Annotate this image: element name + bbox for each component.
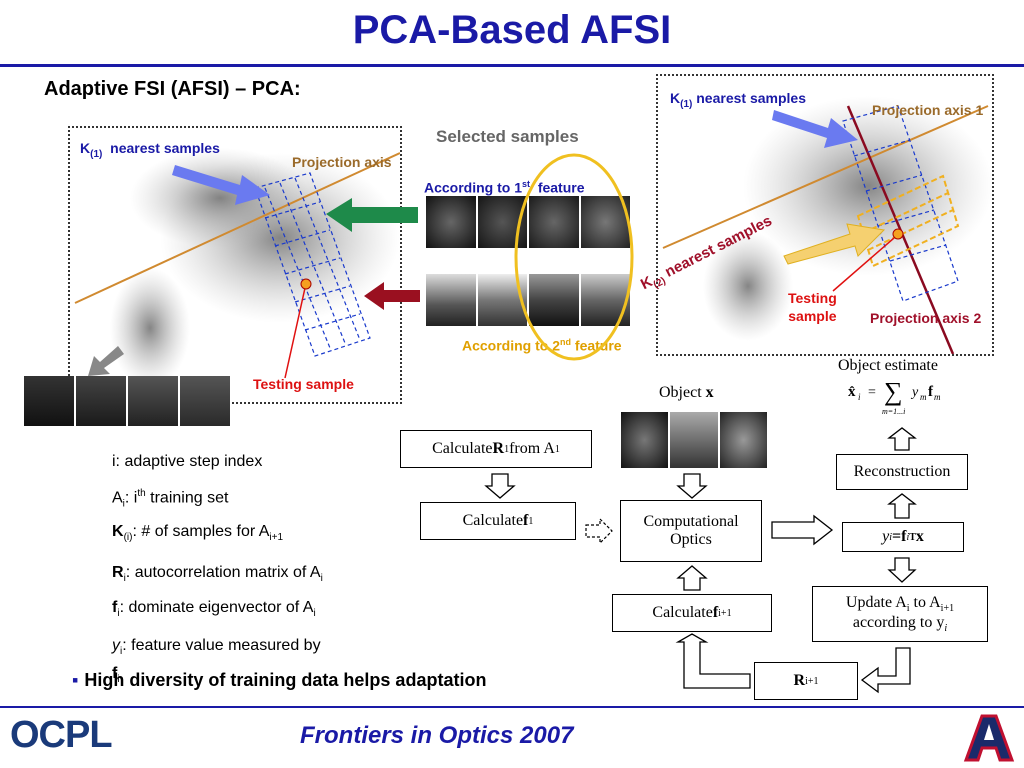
ocpl-logo: OCPL <box>10 714 113 756</box>
second-feature-label: According to 2nd feature <box>462 337 622 354</box>
gray-arrow <box>88 346 124 376</box>
face-thumb-1 <box>24 376 74 426</box>
obj-img-face <box>719 412 767 468</box>
arrow-recon-up <box>887 427 917 451</box>
footer-conference: Frontiers in Optics 2007 <box>300 722 574 749</box>
svg-text:f: f <box>928 384 934 400</box>
second-feature-images <box>426 274 630 326</box>
right-projection-axis-1-label: Projection axis 1 <box>872 102 984 118</box>
arrow-update-elbow <box>860 647 911 694</box>
right-projection-axis-2-label: Projection axis 2 <box>870 310 982 326</box>
k-samples-hatch <box>254 172 371 357</box>
face-thumb-3 <box>128 376 178 426</box>
left-testing-label: Testing sample <box>253 376 354 392</box>
arrow-ri1-elbow <box>675 633 751 689</box>
svg-text:=: = <box>868 385 876 400</box>
svg-text:m: m <box>934 392 941 402</box>
blue-arrow-right <box>772 110 858 148</box>
img-tank-4 <box>580 196 630 248</box>
arrow-fi1-up <box>676 565 708 591</box>
cluster-3 <box>110 268 190 388</box>
svg-text:x̂: x̂ <box>848 384 856 400</box>
img-tank-1 <box>426 196 476 248</box>
section-subtitle: Adaptive FSI (AFSI) – PCA: <box>44 78 301 100</box>
r-testing-sample-dot <box>892 228 904 240</box>
reconstruction-box: Reconstruction <box>836 454 968 490</box>
arrow-r1-down <box>484 473 516 499</box>
page-title: PCA-Based AFSI <box>352 8 672 52</box>
object-images <box>621 412 767 468</box>
svg-text:∑: ∑ <box>884 377 903 406</box>
r-testing-pointer <box>832 237 895 292</box>
computational-optics-box: Computational Optics <box>620 500 762 562</box>
projection-axis-line <box>74 152 400 304</box>
r-k2-hatch <box>856 174 960 268</box>
face-thumb-4 <box>180 376 230 426</box>
img-scene-1 <box>426 274 476 326</box>
first-feature-label: According to 1st feature <box>424 179 585 196</box>
left-projection-axis-label: Projection axis <box>292 154 392 170</box>
note-autocorrelation: Ri: autocorrelation matrix of Ai <box>112 564 323 585</box>
bullet-point: ▪High diversity of training data helps a… <box>72 670 487 690</box>
right-k1-label: K(1) nearest samples <box>670 90 806 110</box>
svg-text:m=1...i: m=1...i <box>882 407 905 416</box>
right-scatter-svg <box>662 96 992 354</box>
bullet-square-icon: ▪ <box>72 670 79 690</box>
blue-arrow-left <box>172 165 270 205</box>
testing-sample-dot <box>300 278 312 290</box>
title-underline <box>0 64 1024 67</box>
r-k1-hatch <box>842 105 959 302</box>
note-step-index: i: adaptive step index <box>112 453 263 470</box>
university-a-logo-icon <box>963 714 1015 762</box>
note-k-samples: K(i): # of samples for Ai+1 <box>112 523 284 544</box>
face-thumb-2 <box>76 376 126 426</box>
obj-img-tank <box>621 412 669 468</box>
estimate-formula: x̂ i = ∑ m=1...i y m f m <box>848 377 941 416</box>
obj-img-building <box>670 412 718 468</box>
arrow-f1-dashed <box>585 517 613 545</box>
green-arrow <box>326 198 418 232</box>
left-scatter-panel <box>68 126 402 404</box>
face-thumbnails <box>24 376 230 426</box>
arrow-yi-down <box>887 557 917 583</box>
left-k-label: K(1) nearest samples <box>80 140 220 160</box>
yellow-arrow <box>783 223 886 265</box>
right-scatter-panel <box>656 74 994 356</box>
update-box: Update Ai to Ai+1 according to yi <box>812 586 988 642</box>
darkred-arrow <box>364 282 420 310</box>
svg-text:i: i <box>858 392 861 402</box>
svg-text:y: y <box>910 385 919 400</box>
footer-rule <box>0 706 1024 708</box>
r-cluster-1 <box>743 96 992 276</box>
r-projection-axis-1-line <box>662 105 989 249</box>
object-estimate-label: Object estimate <box>838 357 938 374</box>
img-tank-3 <box>529 196 579 248</box>
object-x-label: Object x <box>659 384 714 401</box>
img-scene-3 <box>529 274 579 326</box>
note-eigenvector: fi: dominate eigenvector of Ai <box>112 599 316 620</box>
arrow-object-down <box>676 473 708 499</box>
right-testing-label: Testing sample <box>788 290 837 324</box>
testing-pointer <box>284 287 306 379</box>
note-training-set: Ai: ith training set <box>112 488 229 510</box>
selected-samples-title: Selected samples <box>436 127 579 146</box>
arrow-yi-up <box>887 493 917 519</box>
selection-ellipse <box>514 153 634 361</box>
svg-text:m: m <box>920 392 927 402</box>
r-cluster-2 <box>703 231 793 341</box>
arrow-optics-right <box>771 514 834 546</box>
